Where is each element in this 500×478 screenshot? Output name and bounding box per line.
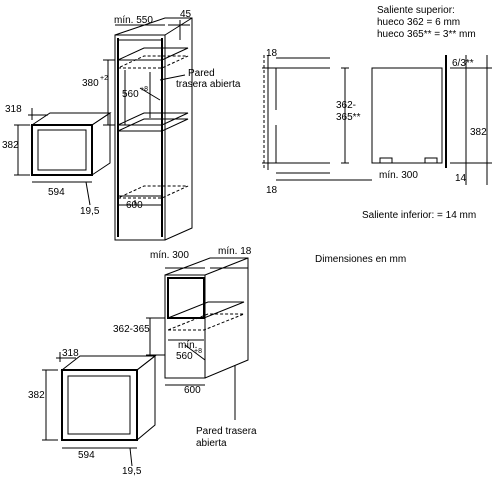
dim-19-5-bottom: 19,5 xyxy=(122,466,142,477)
label-abierta: abierta xyxy=(196,438,227,449)
dim-380-sup: +2 xyxy=(100,75,108,82)
wall-cabinet-drawing xyxy=(146,257,249,420)
dim-362-b: 365** xyxy=(336,112,361,123)
dim-18-bottom: 18 xyxy=(266,185,278,196)
label-pared-trasera: Pared trasera xyxy=(196,426,257,437)
dim-6-3: 6/3** xyxy=(452,58,474,69)
dimensiones-en-mm: Dimensiones en mm xyxy=(315,254,406,265)
dim-560-bottom: 560 xyxy=(176,351,193,362)
hueco-362: hueco 362 = 6 mm xyxy=(377,17,460,28)
saliente-inferior: Saliente inferior: = 14 mm xyxy=(362,210,476,221)
dim-14: 14 xyxy=(455,173,467,184)
dim-560-sup: +8 xyxy=(140,86,148,93)
dim-600-bottom: 600 xyxy=(184,385,201,396)
oven-drawing-top xyxy=(14,108,112,206)
dim-318-bottom: 318 xyxy=(62,348,79,359)
dim-362-a: 362- xyxy=(336,100,356,111)
dim-560-sup-bottom: +8 xyxy=(194,348,202,355)
dim-382-top: 382 xyxy=(2,140,19,151)
side-section-drawing xyxy=(262,55,492,185)
dim-382-right: 382 xyxy=(470,127,487,138)
dim-318-top: 318 xyxy=(5,104,22,115)
dim-18-top: 18 xyxy=(266,48,278,59)
label-pared-2: trasera abierta xyxy=(176,79,241,90)
dim-19-5-top: 19,5 xyxy=(80,206,100,217)
dim-45: 45 xyxy=(180,9,192,20)
dim-min-300-bottom: mín. 300 xyxy=(150,250,189,261)
dim-594-bottom: 594 xyxy=(78,450,95,461)
tall-cabinet-drawing xyxy=(103,17,193,241)
dim-min: mín. xyxy=(178,340,197,351)
dim-min-550: mín. 550 xyxy=(114,15,153,26)
label-pared-1: Pared xyxy=(188,68,215,79)
hueco-365: hueco 365** = 3** mm xyxy=(377,29,476,40)
dim-382-bottom: 382 xyxy=(28,390,45,401)
oven-drawing-bottom xyxy=(42,352,157,467)
dim-600: 600 xyxy=(126,200,143,211)
dim-380: 380 xyxy=(82,78,99,89)
saliente-superior: Saliente superior: xyxy=(377,5,455,16)
dim-362-365: 362-365 xyxy=(113,324,150,335)
dim-min-18: mín. 18 xyxy=(218,246,252,257)
dim-560: 560 xyxy=(122,89,139,100)
dim-594-top: 594 xyxy=(48,187,65,198)
dim-min-300-right: mín. 300 xyxy=(379,170,418,181)
